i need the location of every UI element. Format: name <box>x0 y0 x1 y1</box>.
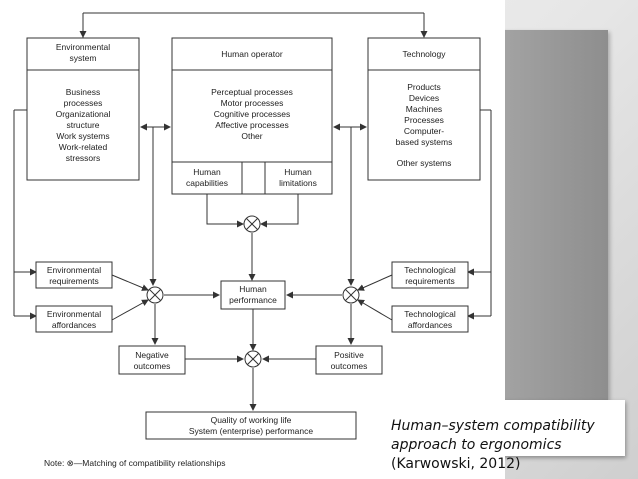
svg-text:Work-related: Work-related <box>59 142 108 152</box>
left-junction-icon <box>146 286 164 304</box>
human-performance-box: Human performance <box>220 280 286 310</box>
svg-text:Environmental: Environmental <box>47 309 101 319</box>
negative-outcomes-box: Negative outcomes <box>118 345 186 375</box>
caption-line-1: Human–system compatibility <box>391 418 595 434</box>
svg-text:Processes: Processes <box>404 115 444 125</box>
svg-text:processes: processes <box>64 98 103 108</box>
diagram-svg: Environmental system Business processes … <box>13 12 492 468</box>
technology-box: Technology Products Devices Machines Pro… <box>367 37 481 181</box>
human-limitations-label: Human <box>284 167 312 177</box>
junction-feeders <box>111 274 393 351</box>
environmental-requirements-box: Environmental requirements <box>35 261 113 289</box>
svg-text:outcomes: outcomes <box>331 361 368 371</box>
env-left-feeders <box>13 109 157 320</box>
svg-text:Computer-: Computer- <box>404 126 444 136</box>
environmental-system-box: Environmental system Business processes … <box>26 37 140 181</box>
svg-text:Products: Products <box>407 82 441 92</box>
svg-text:system: system <box>70 53 97 63</box>
tech-right-feeders <box>347 109 492 320</box>
technological-requirements-box: Technological requirements <box>391 261 469 289</box>
svg-text:capabilities: capabilities <box>186 178 228 188</box>
svg-text:Business: Business <box>66 87 101 97</box>
caption-line-3: (Karwowski, 2012) <box>391 456 521 472</box>
svg-text:based systems: based systems <box>396 137 453 147</box>
svg-text:Quality of working life: Quality of working life <box>211 415 292 425</box>
svg-text:performance: performance <box>229 295 277 305</box>
svg-text:Technological: Technological <box>404 265 456 275</box>
svg-text:affordances: affordances <box>408 320 452 330</box>
human-capabilities-label: Human <box>193 167 221 177</box>
svg-text:Work systems: Work systems <box>56 131 109 141</box>
svg-text:Machines: Machines <box>406 104 442 114</box>
technology-title: Technology <box>402 49 446 59</box>
svg-text:Organizational: Organizational <box>56 109 111 119</box>
svg-text:Other systems: Other systems <box>397 158 452 168</box>
svg-text:Cognitive processes: Cognitive processes <box>214 109 291 119</box>
svg-text:structure: structure <box>66 120 99 130</box>
human-operator-box: Human operator Perceptual processes Moto… <box>171 37 333 195</box>
svg-text:Affective processes: Affective processes <box>215 120 289 130</box>
svg-text:limitations: limitations <box>279 178 317 188</box>
svg-text:outcomes: outcomes <box>134 361 171 371</box>
svg-text:Human: Human <box>239 284 267 294</box>
svg-text:Negative: Negative <box>135 350 169 360</box>
quality-box: Quality of working life System (enterpri… <box>145 411 357 440</box>
svg-text:Perceptual processes: Perceptual processes <box>211 87 293 97</box>
environmental-system-title: Environmental <box>56 42 110 52</box>
svg-text:requirements: requirements <box>405 276 455 286</box>
bottom-feeders <box>185 355 316 411</box>
top-junction-icon <box>243 215 261 233</box>
svg-text:Motor processes: Motor processes <box>221 98 284 108</box>
positive-outcomes-box: Positive outcomes <box>315 345 383 375</box>
diagram-note: Note: ⊗—Matching of compatibility relati… <box>44 458 225 468</box>
svg-text:stressors: stressors <box>66 153 100 163</box>
top-loop-connector <box>79 12 428 38</box>
technological-affordances-box: Technological affordances <box>391 305 469 333</box>
svg-text:affordances: affordances <box>52 320 96 330</box>
bottom-junction-icon <box>244 350 262 368</box>
svg-text:Devices: Devices <box>409 93 439 103</box>
capabilities-junction-lines <box>206 194 299 281</box>
human-operator-title: Human operator <box>221 49 283 59</box>
environmental-affordances-box: Environmental affordances <box>35 305 113 333</box>
svg-text:Positive: Positive <box>334 350 364 360</box>
svg-text:requirements: requirements <box>49 276 99 286</box>
svg-text:Other: Other <box>241 131 262 141</box>
svg-text:System (enterprise) performanc: System (enterprise) performance <box>189 426 314 436</box>
right-junction-icon <box>342 286 360 304</box>
svg-text:Environmental: Environmental <box>47 265 101 275</box>
svg-text:Technological: Technological <box>404 309 456 319</box>
caption-line-2: approach to ergonomics <box>391 437 562 453</box>
